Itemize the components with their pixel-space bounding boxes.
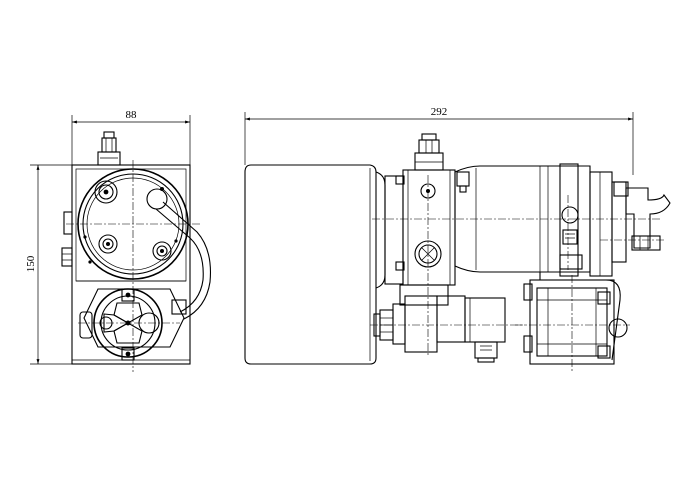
side-elbow-connector — [613, 181, 671, 251]
dimension-front-height: 150 — [25, 164, 72, 365]
dimension-label-length: 292 — [431, 106, 448, 118]
dimension-label-height: 150 — [25, 255, 37, 272]
dimension-label-width: 88 — [126, 109, 138, 121]
front-hose — [155, 201, 212, 320]
side-top-fitting — [414, 133, 444, 171]
dimension-front-width: 88 — [71, 109, 191, 165]
side-solenoid-valve — [523, 279, 628, 365]
front-base-plate — [71, 164, 191, 365]
side-motor — [454, 163, 627, 277]
side-pump-block — [384, 169, 470, 286]
side-oil-tank — [244, 164, 386, 365]
front-port-lower-left — [98, 234, 118, 254]
dimension-side-length: 292 — [244, 106, 634, 175]
side-bracket — [539, 272, 621, 361]
front-port-top-right — [146, 187, 168, 210]
side-view — [244, 133, 671, 372]
front-top-fitting — [97, 131, 121, 166]
front-valve-body — [83, 288, 185, 361]
front-port-lower-right — [152, 241, 172, 261]
side-connector-plug — [373, 284, 506, 363]
front-view — [61, 131, 212, 372]
front-port-top-left — [94, 180, 118, 204]
